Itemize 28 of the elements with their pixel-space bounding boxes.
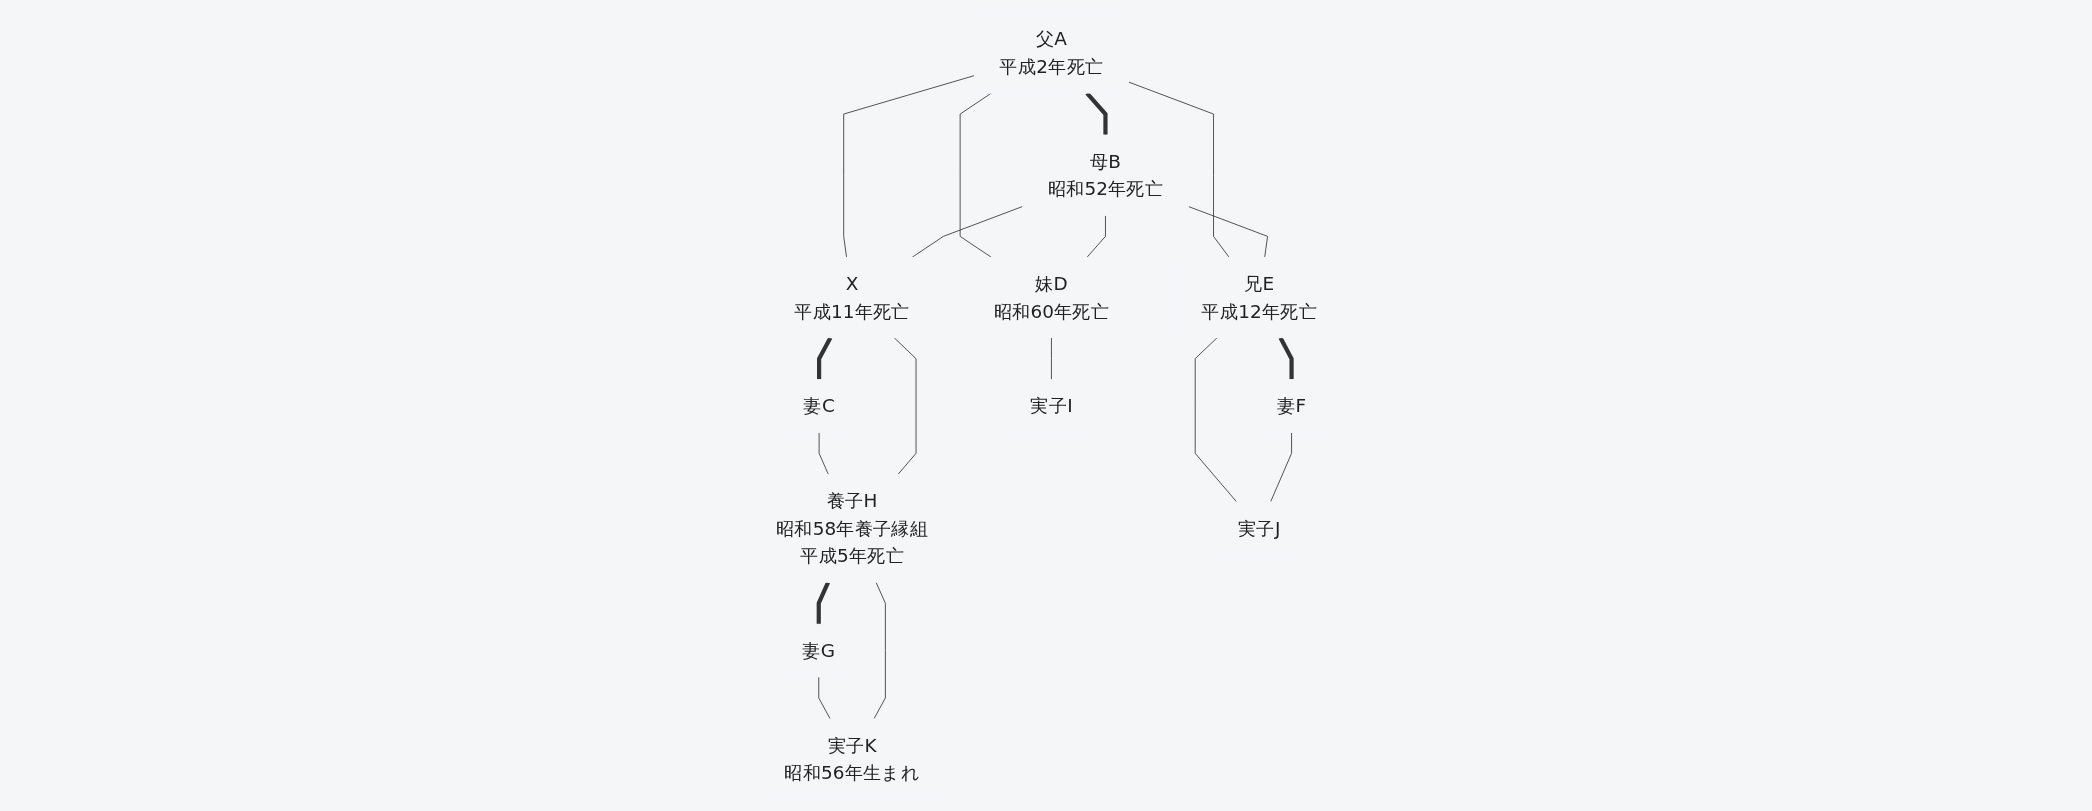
- connector: [1127, 81, 1230, 258]
- connector: [1050, 336, 1052, 380]
- node-text: 妻G: [801, 639, 835, 661]
- connector: [816, 336, 832, 380]
- node-text: 実子J: [1237, 517, 1280, 539]
- node-text: 兄E 平成12年死亡: [1200, 272, 1317, 322]
- node-text: 実子K 昭和56年生まれ: [783, 734, 920, 783]
- connector: [816, 580, 830, 624]
- node-text: X 平成11年死亡: [793, 272, 910, 322]
- connector: [873, 581, 886, 719]
- connector: [817, 676, 831, 719]
- node-text: 母B 昭和52年死亡: [1047, 150, 1163, 199]
- connector: [1269, 431, 1292, 502]
- connector: [959, 92, 992, 258]
- node-text: 父A 平成2年死亡: [999, 28, 1103, 77]
- connector: [893, 336, 917, 475]
- connector: [1086, 214, 1106, 258]
- connector: [1278, 336, 1294, 380]
- node-text: 養子H 昭和58年養子縁組 平成5年死亡: [775, 489, 928, 566]
- connector: [1187, 205, 1268, 258]
- node-text: 実子I: [1029, 395, 1073, 416]
- connector: [818, 431, 829, 475]
- node-text: 妻C: [803, 395, 835, 416]
- connector: [842, 74, 975, 258]
- node-text: 妹D 昭和60年死亡: [993, 272, 1109, 322]
- connector: [1194, 336, 1237, 502]
- connector: [1085, 91, 1108, 135]
- node-text: 妻F: [1276, 395, 1306, 416]
